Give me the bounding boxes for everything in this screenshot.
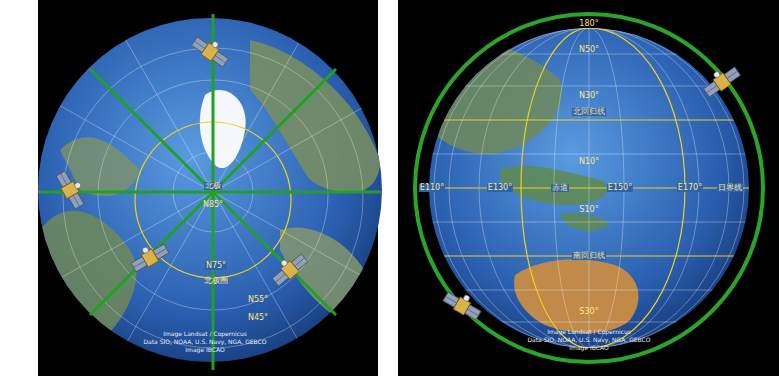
map-label: N10° <box>578 158 600 166</box>
key-lines <box>420 28 760 348</box>
map-label: N45° <box>247 314 269 322</box>
coverage-lines <box>40 14 380 370</box>
satellite <box>442 286 484 321</box>
map-label: 北回归线 <box>572 108 606 116</box>
map-label: E110° <box>419 184 445 192</box>
map-label: 日界线 <box>717 184 743 192</box>
image-credit: Data SIO, NOAA, U.S. Navy, NGA, GEBCO <box>526 337 651 343</box>
map-label: 北极圈 <box>203 277 229 285</box>
map-label: N55° <box>247 296 269 304</box>
image-credit: Image Landsat / Copernicus <box>546 329 632 335</box>
map-label: E130° <box>487 184 513 192</box>
map-label: E170° <box>677 184 703 192</box>
map-label: N30° <box>578 92 600 100</box>
map-label: 南回归线 <box>572 252 606 260</box>
map-label: S30° <box>578 308 599 316</box>
image-credit: Image Landsat / Copernicus <box>162 331 248 337</box>
satellite <box>190 31 232 68</box>
satellite <box>700 61 742 98</box>
greenland <box>200 90 246 168</box>
map-label: 北极 <box>204 182 222 190</box>
grid-lines <box>28 10 398 376</box>
right-panel <box>398 0 779 376</box>
land-masses <box>420 37 638 333</box>
earth-globe <box>38 18 382 362</box>
orbit-ring <box>415 14 763 362</box>
map-label: 180° <box>578 20 599 28</box>
satellite <box>54 168 89 210</box>
satellite <box>268 249 309 288</box>
map-label: E150° <box>607 184 633 192</box>
satellite <box>128 238 170 273</box>
map-label: 赤道 <box>551 184 569 192</box>
map-label: S10° <box>578 206 599 214</box>
land-masses <box>40 40 380 360</box>
grid-lines <box>420 20 760 360</box>
map-label: N85° <box>202 201 224 209</box>
image-credit: Image IBCAO <box>568 345 609 351</box>
map-label: N50° <box>578 46 600 54</box>
map-label: N75° <box>205 262 227 270</box>
image-credit: Data SIO, NOAA, U.S. Navy, NGA, GEBCO <box>142 339 267 345</box>
image-credit: Image IBCAO <box>184 347 225 353</box>
